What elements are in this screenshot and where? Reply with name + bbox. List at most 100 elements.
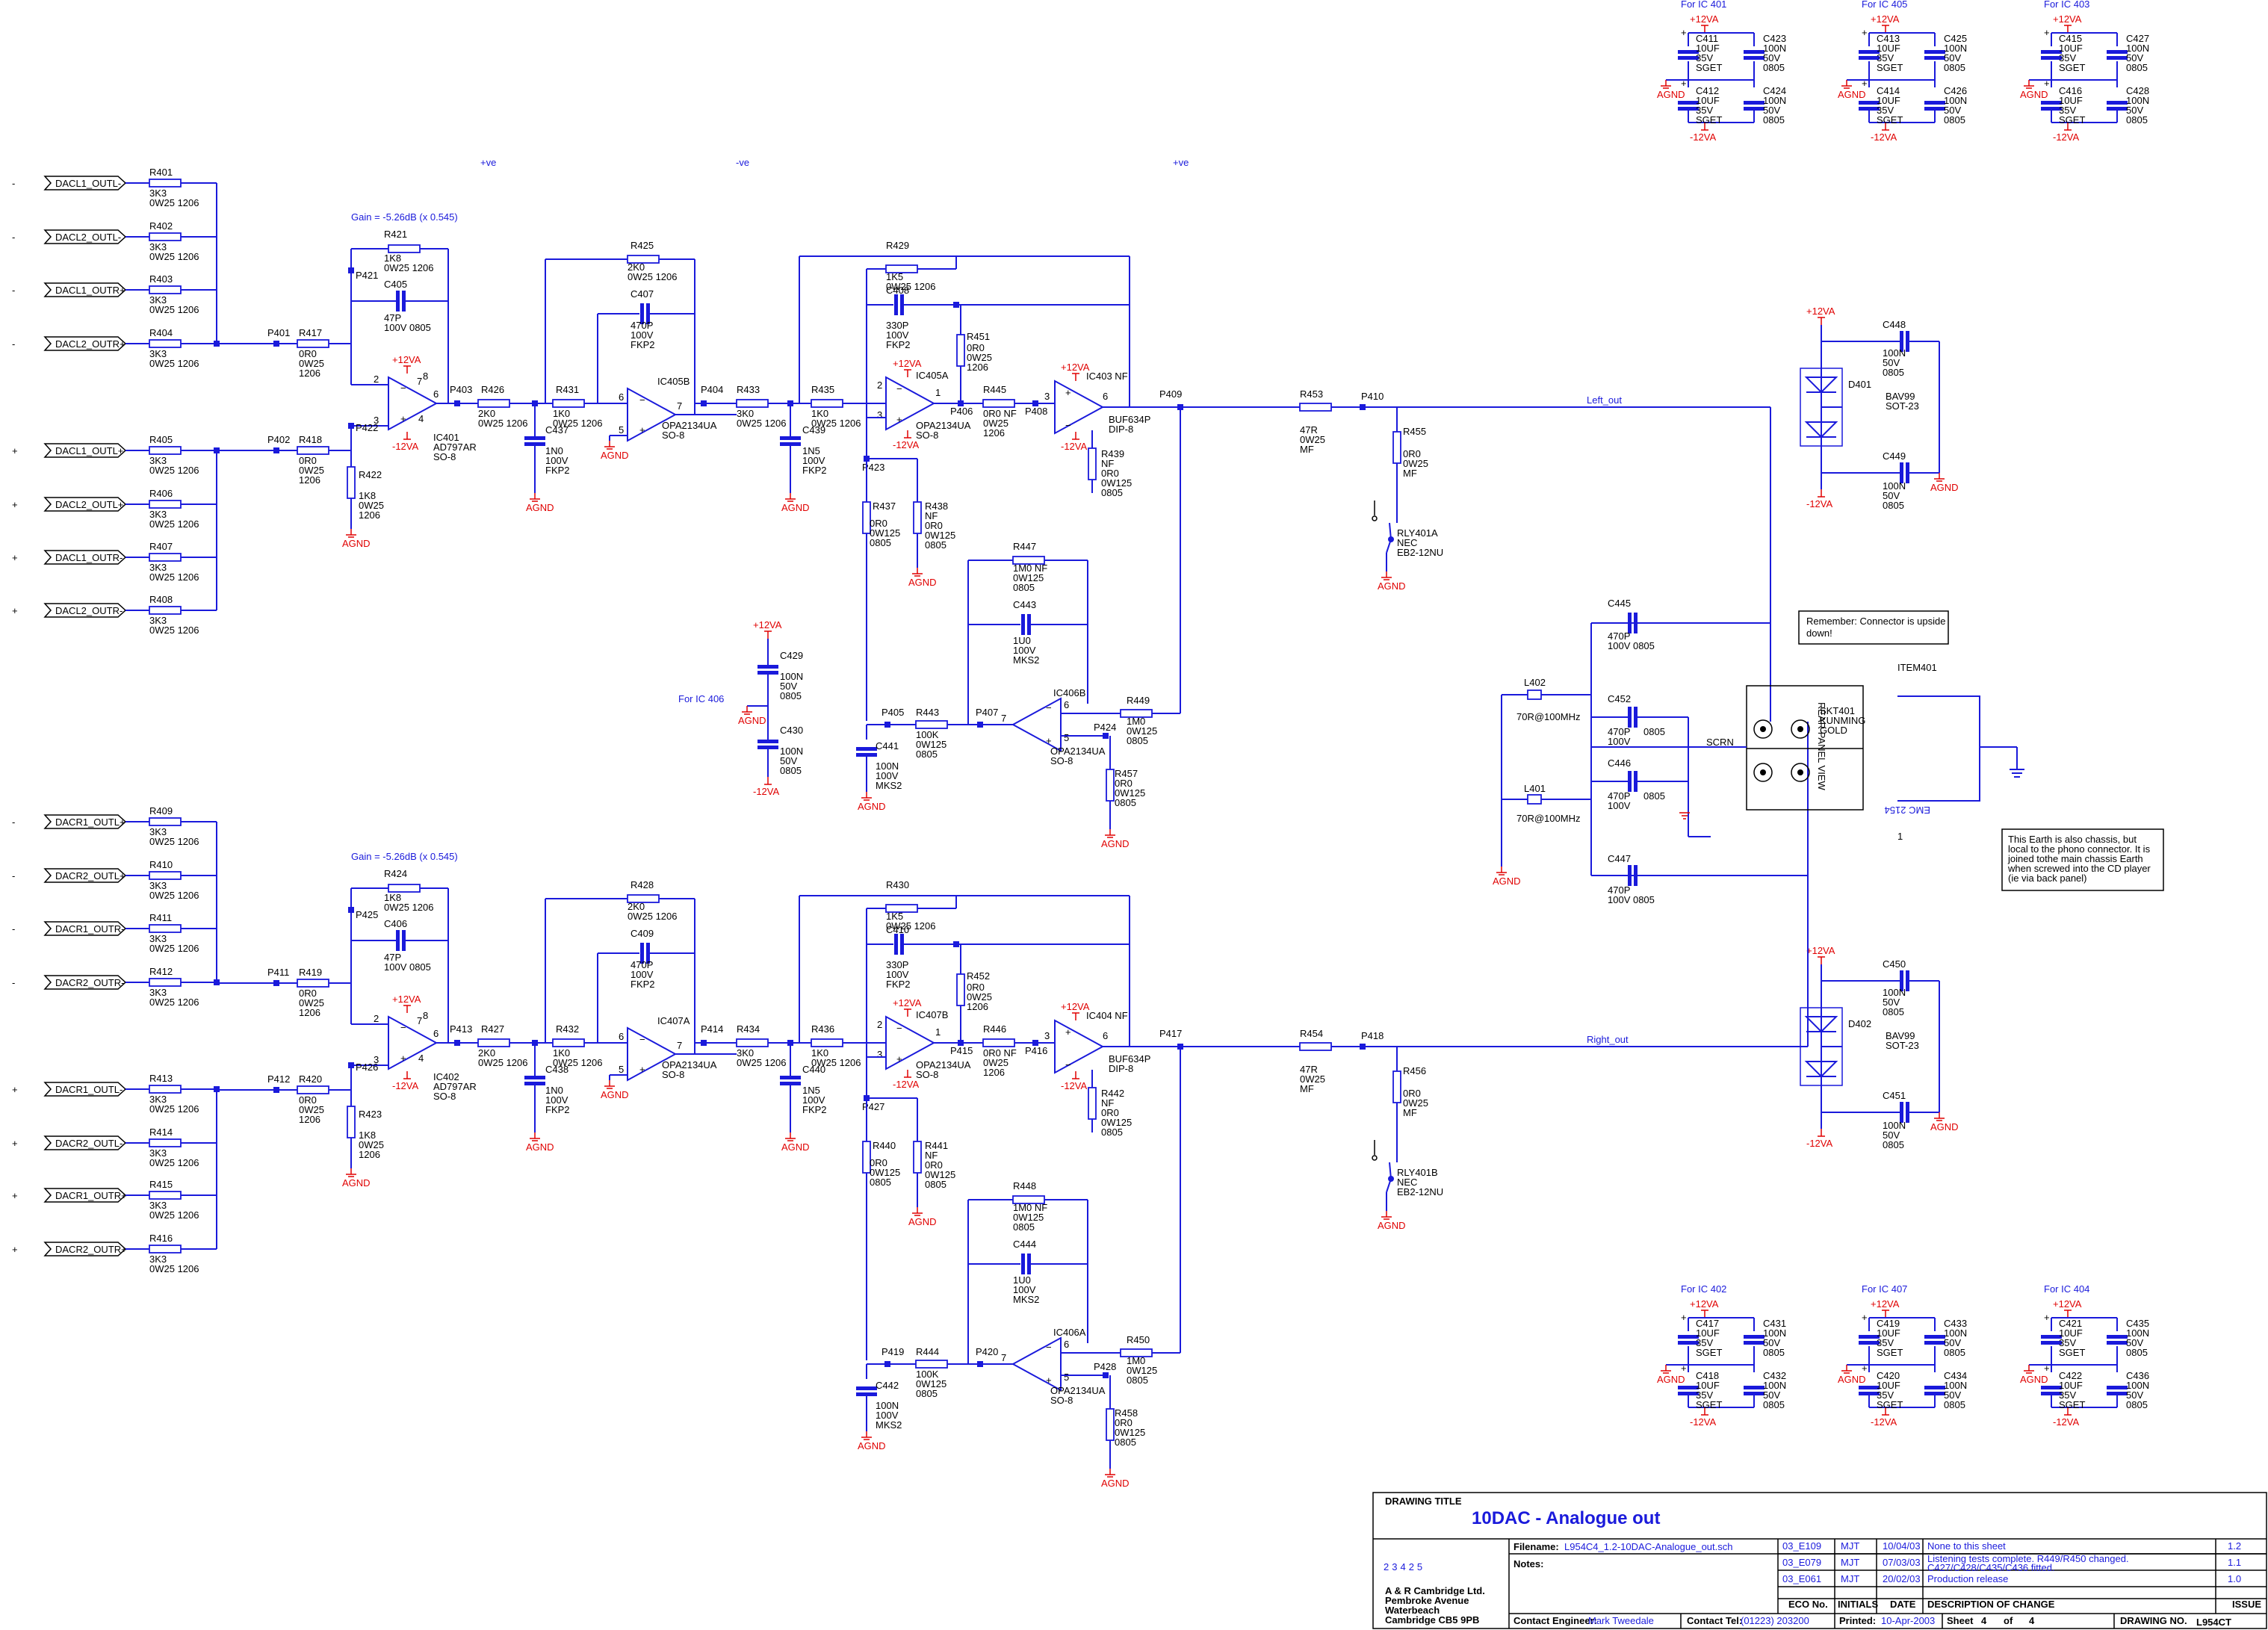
resistor-spec: 0W25 1206 xyxy=(149,304,199,315)
resistor xyxy=(956,334,965,367)
cap-plate xyxy=(1678,101,1699,105)
input-resistor xyxy=(149,179,182,188)
label: 0R0 xyxy=(1101,1107,1119,1118)
pin-number: 6 xyxy=(619,1031,624,1042)
capacitor xyxy=(1678,1386,1699,1395)
ic-label: BUF634P xyxy=(1109,414,1150,425)
capacitor xyxy=(1678,1335,1699,1345)
label: 1U0 xyxy=(1013,635,1031,646)
label: 100N xyxy=(2126,95,2149,106)
label: 0R0 xyxy=(1403,448,1421,459)
chassis-earth xyxy=(1679,812,1690,819)
label: 100N xyxy=(2126,1380,2149,1391)
resistor xyxy=(915,1360,948,1369)
cap-plate xyxy=(1924,107,1945,111)
label: SOT-23 xyxy=(1886,400,1919,412)
cap-plate xyxy=(1634,707,1638,728)
capacitor xyxy=(2041,1335,2062,1345)
resistor-value: 3K3 xyxy=(149,880,167,891)
pin-number: 1 xyxy=(935,387,941,398)
note-text: local to the phono connector. It is xyxy=(2008,843,2151,855)
capacitor xyxy=(1900,1102,1909,1123)
resistor xyxy=(552,1038,585,1047)
label: 0R0 xyxy=(299,348,317,359)
supply-label: -12VA xyxy=(1871,1416,1897,1428)
capacitor xyxy=(2107,1386,2128,1395)
label: 50V xyxy=(1763,52,1780,63)
cap-plate xyxy=(2107,1386,2128,1389)
label: 50V xyxy=(1763,1389,1780,1401)
label: C427 xyxy=(2126,33,2149,44)
label: 0W25 xyxy=(359,1139,384,1150)
cap-plate xyxy=(1859,1341,1880,1345)
label: C412 xyxy=(1696,85,1719,96)
rev-desc: C427/C428/C435/C436 fitted. xyxy=(1927,1562,2055,1573)
label: 0W25 1206 xyxy=(478,418,528,429)
cap-plate xyxy=(524,436,545,440)
cap-plate xyxy=(1628,771,1632,792)
label: 100V xyxy=(886,969,909,980)
supply-symbol: -12VA xyxy=(1806,1129,1832,1149)
cap-plate xyxy=(1924,1392,1945,1395)
buffer xyxy=(1054,1019,1105,1074)
label: C416 xyxy=(2059,85,2082,96)
label: 0805 xyxy=(1101,487,1123,498)
ic-label: SO-8 xyxy=(1050,1395,1073,1406)
sheet-total: 4 xyxy=(2029,1615,2035,1626)
resistor-value: 3K3 xyxy=(149,987,167,998)
junction-pin xyxy=(884,1361,890,1367)
input-resistor xyxy=(149,978,182,987)
pin-sign: + xyxy=(400,413,406,424)
label: 10UF xyxy=(2059,1327,2083,1339)
connector-label: GOLD xyxy=(1820,725,1847,736)
supply-symbol: -12VA xyxy=(1061,432,1087,452)
resistor xyxy=(736,399,769,408)
supply-symbol: -12VA xyxy=(392,432,418,452)
label: C434 xyxy=(1944,1370,1967,1381)
agnd-symbol: AGND xyxy=(526,493,554,513)
label: R438 xyxy=(925,501,948,512)
decoupling-label: For IC 406 xyxy=(678,693,724,704)
input-resistor xyxy=(149,553,182,562)
ic-ref: IC406A xyxy=(1053,1327,1086,1338)
cap-plate xyxy=(1628,613,1632,633)
cap-plate xyxy=(1924,50,1945,54)
op-amp-2 xyxy=(627,1026,678,1082)
supply-symbol: +12VA xyxy=(893,358,922,377)
label: 1K0 xyxy=(553,408,570,419)
polarity-sign: - xyxy=(12,870,15,881)
resistor-ref: R414 xyxy=(149,1127,173,1138)
agnd-symbol: AGND xyxy=(1378,571,1406,592)
label: 0R0 xyxy=(1115,1417,1133,1428)
pin-number: 7 xyxy=(417,376,422,387)
cap-plate xyxy=(2041,1341,2062,1345)
capacitor xyxy=(1900,331,1909,352)
label: 0R0 NF xyxy=(983,1047,1017,1059)
label: 0R0 xyxy=(870,518,887,529)
label: 470P xyxy=(630,320,653,331)
label: 100N xyxy=(1883,480,1906,492)
label: 0R0 xyxy=(925,520,943,531)
cap-plate xyxy=(2107,1335,2128,1339)
polarity-sign: + xyxy=(12,499,18,510)
junction-pin xyxy=(1032,1040,1038,1046)
label: C422 xyxy=(2059,1370,2082,1381)
label: 50V xyxy=(1944,1337,1961,1348)
decoupling-section: For IC 401+12VAAGND-12VA++C41110UF35VSGE… xyxy=(1657,0,2149,1428)
drawing-number: 23425 xyxy=(1384,1561,1425,1572)
label: 0W25 1206 xyxy=(886,920,936,932)
polarity-label: -ve xyxy=(736,157,749,168)
cap-plate xyxy=(524,442,545,446)
cap-ref: C451 xyxy=(1883,1090,1906,1101)
cap-plate xyxy=(1859,50,1880,54)
cap-plate xyxy=(1924,101,1945,105)
ic-label: BUF634P xyxy=(1109,1053,1150,1065)
label: 1U0 xyxy=(1013,1274,1031,1286)
label: 0805 xyxy=(1013,582,1035,593)
agnd-label: AGND xyxy=(1378,580,1406,592)
resistor-ref: R434 xyxy=(737,1023,760,1035)
item-text: EMC 2154 xyxy=(1885,805,1930,816)
cap-plate xyxy=(1859,101,1880,105)
cap-plate xyxy=(894,294,898,315)
